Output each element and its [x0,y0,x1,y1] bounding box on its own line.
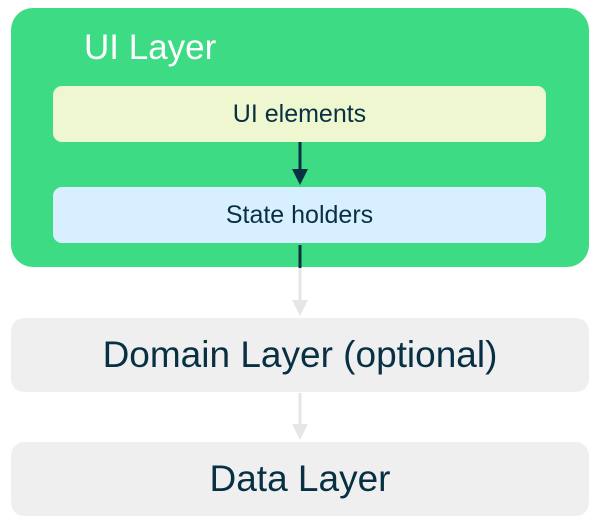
ui-layer-title: UI Layer [84,28,217,67]
data-layer-box: Data Layer [11,442,589,516]
domain-layer-label: Domain Layer (optional) [102,334,498,375]
domain-layer-box: Domain Layer (optional) [11,318,589,392]
ui-elements-box: UI elements [53,86,546,142]
state-holders-label: State holders [225,200,374,229]
data-layer-label: Data Layer [209,458,391,499]
ui-elements-label: UI elements [232,99,367,128]
state-holders-box: State holders [53,187,546,243]
ui-layer-container: UI Layer UI elements State holders [11,8,589,267]
arrow-domain-layer-to-data-layer [292,393,308,440]
